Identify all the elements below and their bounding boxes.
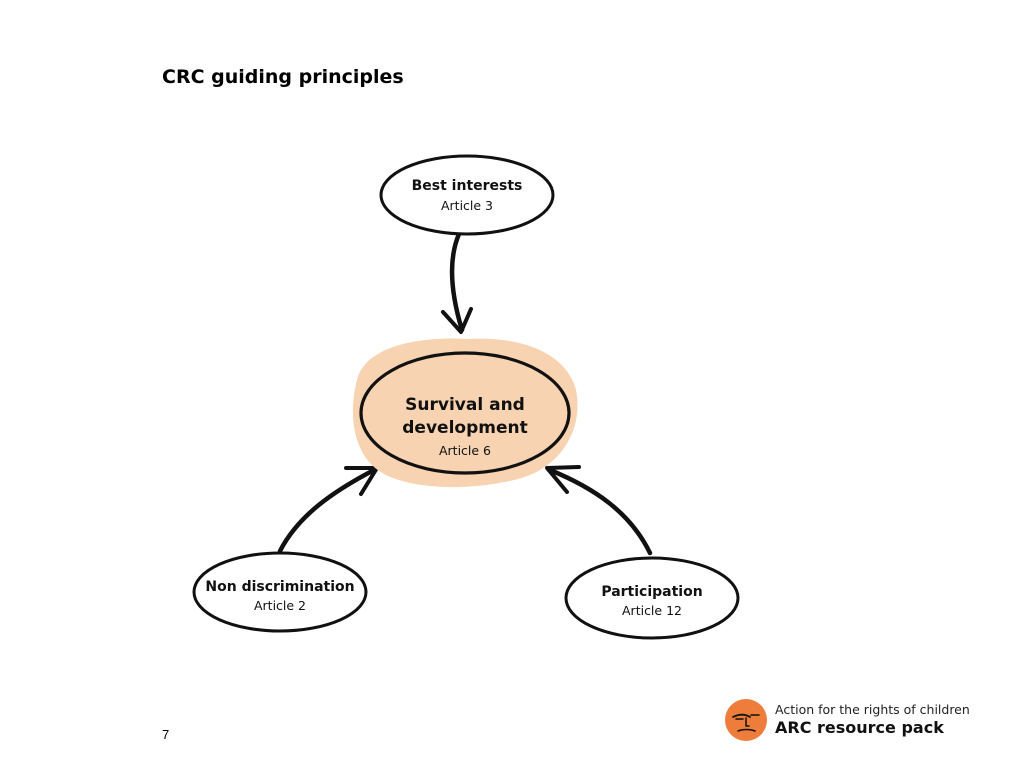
center-blob (352, 338, 578, 488)
participation-subtitle: Article 12 (622, 603, 682, 618)
participation-ellipse (564, 556, 740, 640)
logo-tagline: Action for the rights of children (775, 702, 970, 717)
arrow-non-discrimination-to-center (277, 467, 377, 554)
arc-logo: Action for the rights of children ARC re… (724, 696, 970, 744)
center-ellipse (359, 351, 571, 475)
logo-name: ARC resource pack (775, 718, 944, 737)
arrow-participation-to-center (547, 467, 653, 556)
arrow-head-right (545, 465, 581, 494)
non-discrimination-title: Non discrimination (205, 579, 354, 595)
best-interests-subtitle: Article 3 (441, 198, 493, 213)
best-interests-title: Best interests (412, 178, 523, 194)
center-title-line2: development (402, 418, 527, 438)
arc-face-icon (725, 699, 767, 741)
center-title-line1: Survival and (405, 395, 525, 415)
arrow-head-top (441, 307, 473, 334)
arrow-best-interests-to-center (449, 231, 465, 333)
slide-title: CRC guiding principles (162, 66, 404, 88)
center-subtitle: Article 6 (439, 443, 491, 458)
best-interests-ellipse (379, 154, 555, 236)
non-discrimination-ellipse (192, 551, 368, 633)
page-number: 7 (162, 727, 170, 742)
non-discrimination-subtitle: Article 2 (254, 598, 306, 613)
participation-title: Participation (601, 584, 702, 600)
